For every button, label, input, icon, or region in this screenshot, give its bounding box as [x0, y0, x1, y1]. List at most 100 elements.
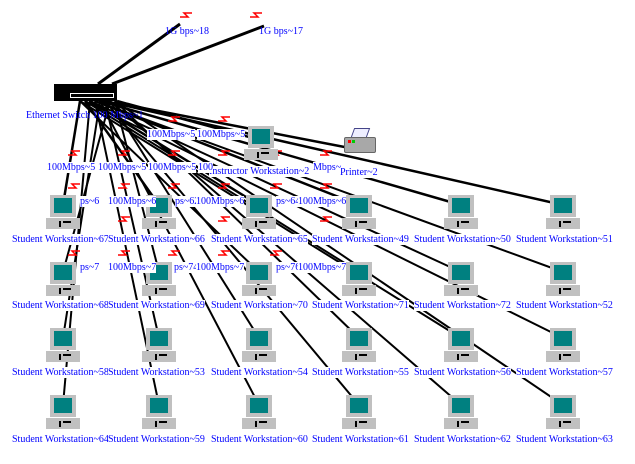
link-label: 100Mbps~5 [47, 162, 96, 173]
workstation-label: Student Workstation~71 [312, 300, 409, 311]
workstation-label: Student Workstation~55 [312, 367, 409, 378]
computer-icon[interactable] [242, 395, 276, 429]
link-label: ps~74 [174, 262, 199, 273]
computer-icon[interactable] [546, 195, 580, 229]
computer-icon[interactable] [242, 328, 276, 362]
computer-icon[interactable] [342, 195, 376, 229]
link-line[interactable] [111, 24, 265, 86]
workstation-label: Student Workstation~56 [414, 367, 511, 378]
workstation-label: Student Workstation~62 [414, 434, 511, 445]
workstation-label: Student Workstation~50 [414, 234, 511, 245]
ethernet-switch-icon[interactable] [54, 84, 117, 101]
link-line[interactable] [84, 100, 564, 339]
computer-icon[interactable] [46, 262, 80, 296]
workstation-label: Student Workstation~54 [211, 367, 308, 378]
computer-icon[interactable] [142, 328, 176, 362]
workstation-label: Student Workstation~70 [211, 300, 308, 311]
workstation-label: Student Workstation~64 [12, 434, 109, 445]
link-icon [218, 250, 230, 256]
workstation-label: Student Workstation~69 [108, 300, 205, 311]
computer-icon[interactable] [142, 395, 176, 429]
switch-label: Ethernet Switch 100 Mbps~1 [26, 110, 144, 121]
computer-icon[interactable] [242, 262, 276, 296]
computer-icon[interactable] [546, 395, 580, 429]
link-label: ps~7 [80, 262, 100, 273]
workstation-label: Student Workstation~61 [312, 434, 409, 445]
workstation-label: Student Workstation~65 [211, 234, 308, 245]
link-icon [270, 250, 282, 256]
link-icon [218, 150, 230, 156]
workstation-label: Student Workstation~72 [414, 300, 511, 311]
computer-icon[interactable] [444, 328, 478, 362]
computer-icon[interactable] [342, 395, 376, 429]
workstation-label: Student Workstation~52 [516, 300, 613, 311]
link-line[interactable] [99, 99, 462, 207]
computer-icon[interactable] [342, 262, 376, 296]
link-label: 100Mbps~7 [196, 262, 245, 273]
link-icon [320, 183, 332, 189]
link-label: 100Mbps~5 [148, 162, 197, 173]
link-label: ps~6 [80, 196, 100, 207]
link-label: 100Mbps~7 [108, 262, 157, 273]
link-icon [320, 150, 332, 156]
link-icon [250, 12, 262, 18]
link-icon [118, 250, 130, 256]
link-line[interactable] [109, 100, 462, 406]
link-label: 100Mbps~5 [197, 129, 246, 140]
computer-icon[interactable] [444, 195, 478, 229]
link-line[interactable] [62, 100, 101, 339]
computer-icon[interactable] [444, 262, 478, 296]
computer-icon[interactable] [46, 328, 80, 362]
workstation-label: Student Workstation~67 [12, 234, 109, 245]
printer-label: Printer~2 [340, 167, 378, 178]
link-label: 100Mbps~7 [298, 262, 347, 273]
link-line[interactable] [97, 22, 181, 86]
link-label: ps~76 [276, 262, 301, 273]
computer-icon[interactable] [546, 328, 580, 362]
link-icon [270, 183, 282, 189]
link-icon [180, 12, 192, 18]
link-icon [118, 216, 130, 222]
link-icon [218, 216, 230, 222]
link-icon [118, 150, 130, 156]
uplink-label-18: 1G bps~18 [165, 26, 210, 37]
printer-icon[interactable] [344, 128, 376, 154]
link-label: ps~62 [175, 196, 200, 207]
instructor-computer-icon[interactable] [244, 126, 278, 160]
link-icon [218, 116, 230, 122]
computer-icon[interactable] [46, 195, 80, 229]
link-icon [168, 250, 180, 256]
computer-icon[interactable] [546, 262, 580, 296]
link-label: 100Mbps~6 [108, 196, 157, 207]
workstation-label: Student Workstation~59 [108, 434, 205, 445]
computer-icon[interactable] [46, 395, 80, 429]
link-icon [118, 183, 130, 189]
workstation-label: Student Workstation~49 [312, 234, 409, 245]
computer-icon[interactable] [242, 195, 276, 229]
link-line[interactable] [114, 100, 564, 406]
link-icon [68, 250, 80, 256]
link-icon [68, 150, 80, 156]
computer-icon[interactable] [342, 328, 376, 362]
link-line[interactable] [104, 100, 360, 406]
link-line[interactable] [109, 100, 260, 339]
link-label: 100Mbps~6 [196, 196, 245, 207]
link-icon [218, 183, 230, 189]
link-icon [168, 150, 180, 156]
link-line[interactable] [79, 100, 260, 273]
workstation-label: Student Workstation~57 [516, 367, 613, 378]
link-line[interactable] [61, 100, 82, 206]
workstation-label: Student Workstation~68 [12, 300, 109, 311]
link-line[interactable] [104, 100, 160, 339]
computer-icon[interactable] [444, 395, 478, 429]
link-icon [168, 116, 180, 122]
link-label: 100 [198, 162, 213, 173]
uplink-label-17: 1G bps~17 [259, 26, 304, 37]
workstation-label: Student Workstation~60 [211, 434, 308, 445]
link-line[interactable] [116, 101, 361, 152]
link-label: 100Mbps~5 [147, 129, 196, 140]
link-label: 100Mbps~5 [98, 162, 147, 173]
instructor-label: Instructor Workstation~2 [209, 166, 310, 177]
